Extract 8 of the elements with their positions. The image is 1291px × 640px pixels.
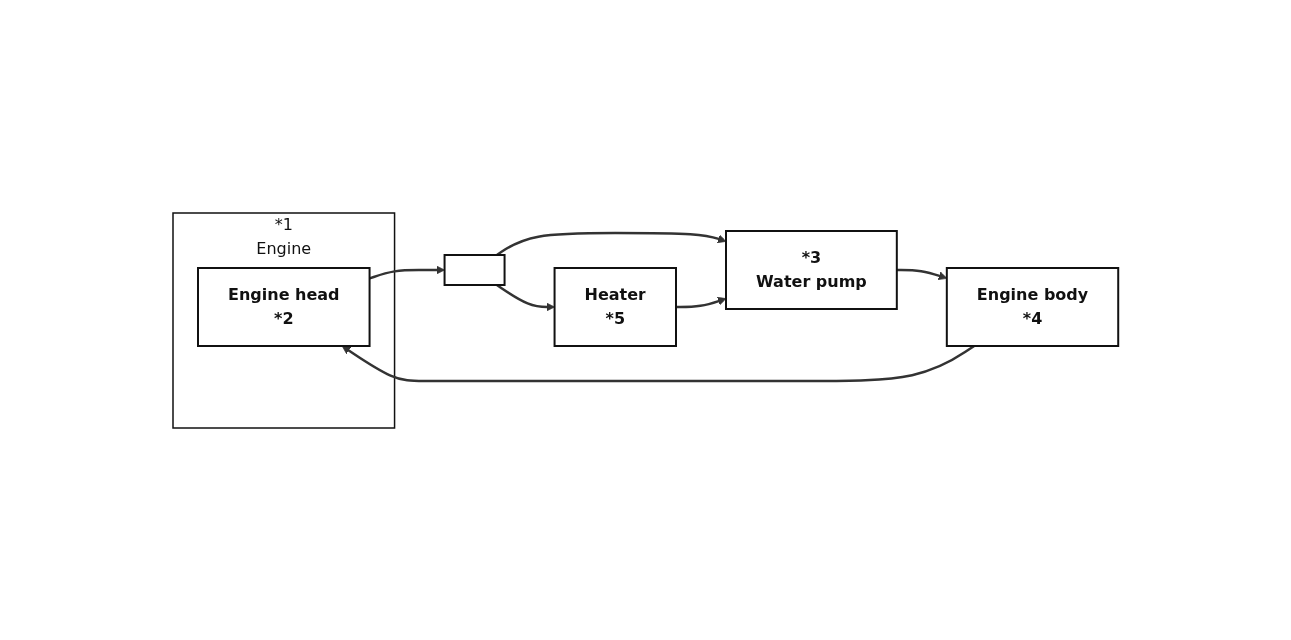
- node-box: Heater *5: [553, 266, 677, 347]
- node-box: *3 Water pump: [724, 229, 898, 310]
- arrow: [496, 283, 555, 311]
- node-box: Engine head *2: [196, 266, 371, 347]
- arrow: [369, 265, 445, 280]
- arrow: [341, 344, 975, 382]
- node-box: [443, 253, 506, 286]
- node-box: Engine body *4: [945, 266, 1120, 347]
